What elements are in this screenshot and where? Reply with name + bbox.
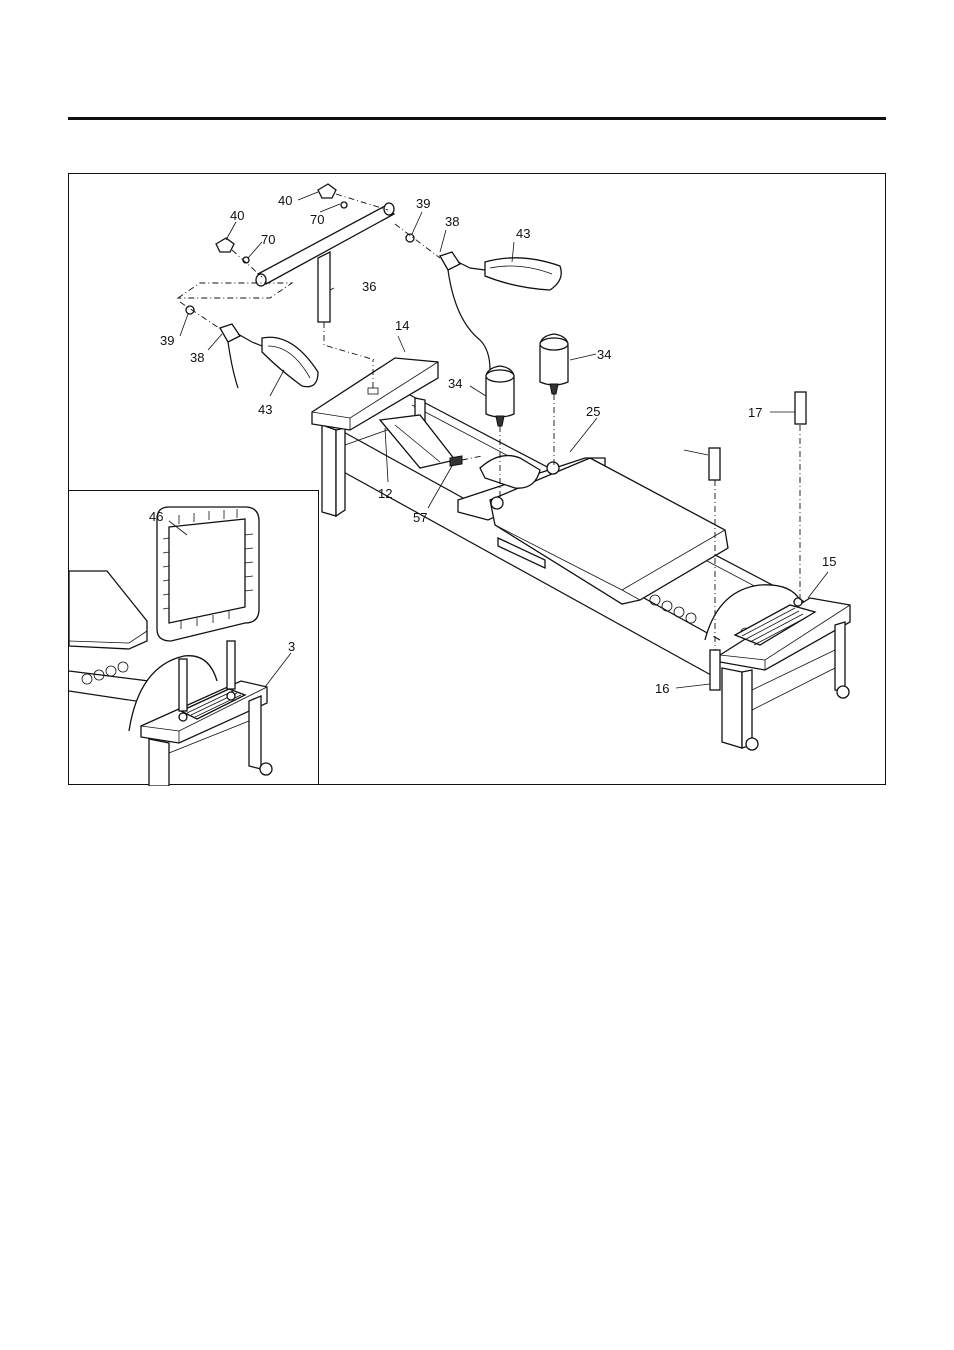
left-rope-assembly [179,301,319,389]
headrest-panel [311,357,439,431]
callout-36: 36 [362,279,376,294]
callout-12: 12 [378,486,392,501]
shoulder-rests [485,333,569,500]
callout-39-left: 39 [160,333,174,348]
right-rope-assembly [394,223,562,371]
callout-40-right: 40 [278,193,292,208]
callout-39-right: 39 [416,196,430,211]
callout-38-right: 38 [445,214,459,229]
rope-bracket [378,414,483,469]
callout-38-left: 38 [190,350,204,365]
handle-bar [697,317,824,691]
callout-57: 57 [413,510,427,525]
callout-17: 17 [748,405,762,420]
callout-40-left: 40 [230,208,244,223]
rope-t-bar [176,202,396,361]
callout-34-center: 34 [448,376,462,391]
callout-3: 3 [288,639,295,654]
header-rule [68,117,886,120]
callout-34-right: 34 [597,347,611,362]
inset-detail-frame: 46 3 [68,490,319,786]
end-caps [215,183,389,278]
callout-15: 15 [822,554,836,569]
callout-70-left: 70 [261,232,275,247]
main-diagram-frame [68,173,886,785]
callout-43-right: 43 [516,226,530,241]
callout-14: 14 [395,318,409,333]
callout-25: 25 [586,404,600,419]
inset-diagram: 46 3 [69,506,295,786]
callout-70-right: 70 [310,212,324,227]
callout-43-left: 43 [258,402,272,417]
callout-16: 16 [655,681,669,696]
foot-end [704,584,851,751]
callout-46: 46 [149,509,163,524]
callout-leaders [179,191,829,689]
carriage [457,454,729,605]
